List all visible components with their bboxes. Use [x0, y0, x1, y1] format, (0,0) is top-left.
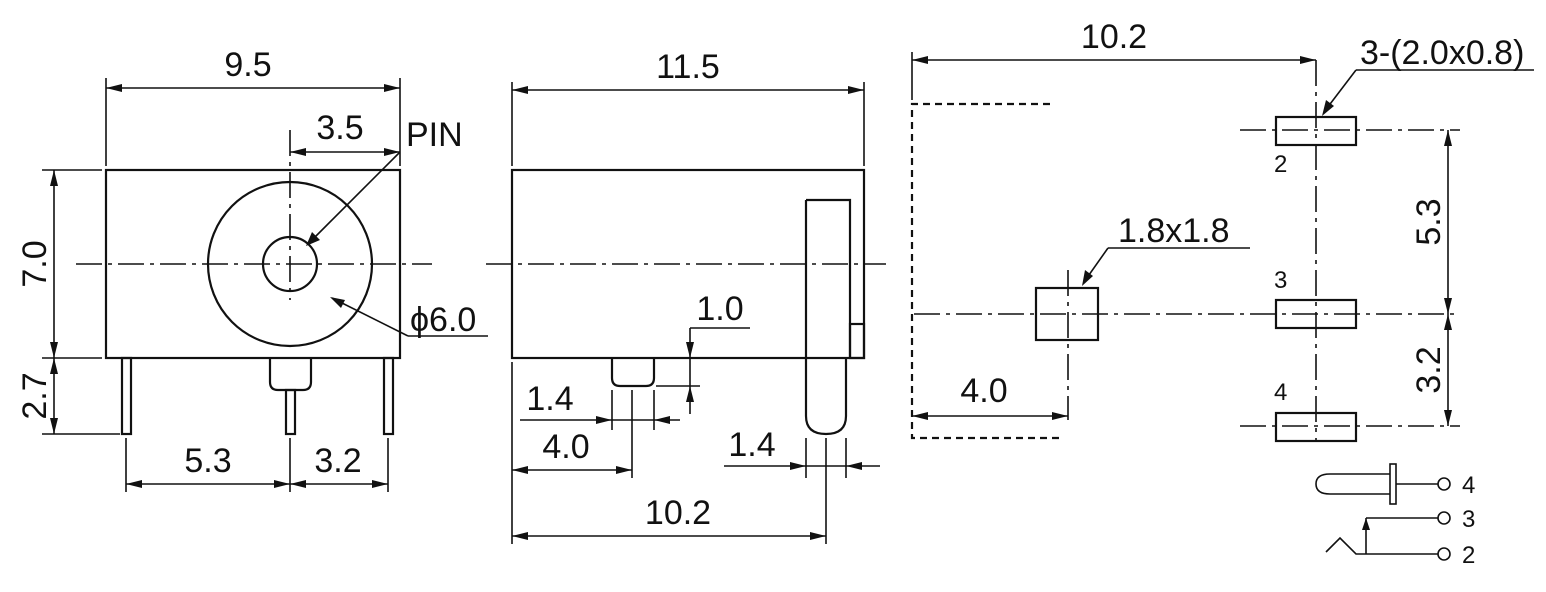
- footprint-slot-pin4: [1274, 411, 1358, 443]
- side-view-bottom-pin: [610, 358, 656, 388]
- side-length-label: 11.5: [656, 48, 720, 86]
- side-pin-position-label: 4.0: [542, 428, 589, 466]
- footprint-pin4-number: 4: [1274, 379, 1287, 406]
- footprint-slot-pin2: [1274, 115, 1358, 147]
- side-view-rear-pin: [804, 198, 852, 436]
- front-width-label: 9.5: [224, 46, 271, 84]
- side-view-rear-tab: [848, 322, 866, 360]
- footprint-pad-size-label: 1.8x1.8: [1118, 212, 1230, 250]
- footprint-slot-pin3: [1274, 298, 1358, 330]
- footprint-pin3-number: 3: [1274, 267, 1287, 294]
- footprint-pin2-number: 2: [1274, 151, 1287, 178]
- footprint-square-pad: [1034, 286, 1100, 342]
- front-pin-spacing-right-label: 3.2: [314, 442, 361, 480]
- footprint-pin2-pin3-label: 5.3: [1410, 198, 1448, 245]
- front-height-label: 7.0: [16, 240, 54, 287]
- side-pin-width-label: 1.0: [696, 290, 743, 328]
- side-view: 11.5 1.0 1.4 4.0 1.4 10.2: [486, 48, 886, 544]
- side-rear-pin-thickness-label: 1.4: [728, 426, 775, 464]
- pin-label: PIN: [406, 116, 463, 154]
- front-view-right-pin: [382, 356, 395, 436]
- front-view-housing: [104, 168, 402, 360]
- side-overall-length-label: 10.2: [645, 494, 711, 532]
- footprint-slot-size-label: 3-(2.0x0.8): [1360, 34, 1524, 72]
- footprint-pin3-pin4-label: 3.2: [1410, 346, 1448, 393]
- schematic-symbol: 4 3 2: [1315, 463, 1475, 569]
- front-pin-offset-label: 3.5: [316, 109, 363, 147]
- footprint-length-label: 10.2: [1081, 18, 1147, 56]
- footprint-pad-offset-label: 4.0: [960, 372, 1007, 410]
- schematic-pin4-label: 4: [1462, 472, 1475, 499]
- front-view-middle-pin: [284, 388, 297, 436]
- footprint-body-outline: [910, 102, 1062, 440]
- front-view-bottom-tab: [268, 358, 313, 392]
- front-diameter-label: ϕ6.0: [410, 301, 476, 339]
- front-pin-length-label: 2.7: [16, 372, 54, 419]
- front-pin-spacing-left-label: 5.3: [184, 442, 231, 480]
- front-view-left-pin: [120, 356, 133, 436]
- schematic-pin3-label: 3: [1462, 506, 1475, 533]
- pcb-footprint: 2 3 4 10.2 3-(2.0x0.8) 1.8x1.8 4.0 5.3 3…: [910, 18, 1534, 443]
- front-view: 9.5 3.5 PIN 7.0 2.7 ϕ6.0: [16, 46, 488, 492]
- side-pin-thickness-label: 1.4: [526, 380, 573, 418]
- schematic-pin2-label: 2: [1462, 542, 1475, 569]
